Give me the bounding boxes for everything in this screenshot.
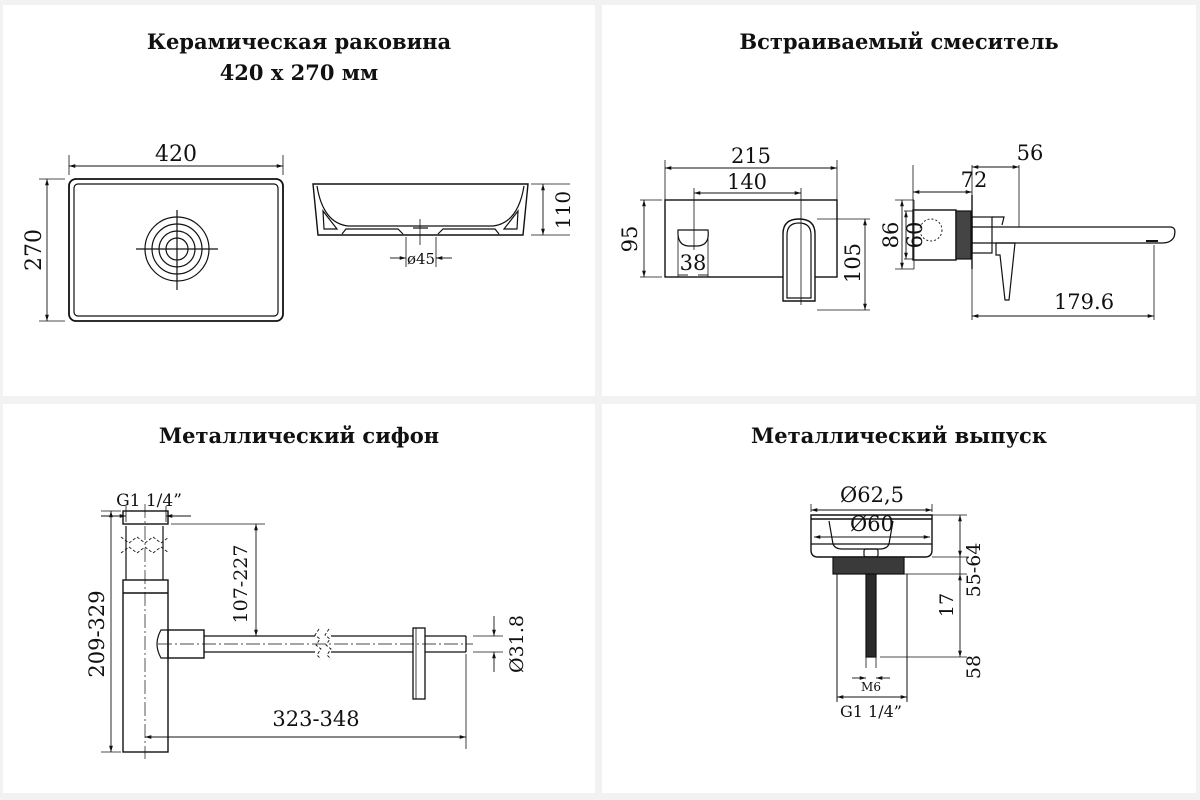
sink-panel: Керамическая раковина 420 х 270 мм: [3, 5, 595, 396]
siphon-body: [122, 579, 169, 753]
drain-drawing: Ø62,5 Ø60 55-64 17 58 M6 G1 1/4”: [810, 483, 985, 721]
sink-depth-label: 270: [22, 229, 47, 271]
drain-cap: [810, 514, 933, 558]
mixer-handle: [677, 229, 709, 247]
mixer-spout-side: [972, 226, 1176, 244]
mixer-spacing-label: 140: [727, 170, 767, 194]
siphon-title: Металлический сифон: [158, 423, 440, 448]
mixer-width-label: 215: [731, 144, 771, 168]
sink-drawing: 420 270 ø45 110: [22, 142, 575, 322]
sink-top-inner: [73, 183, 279, 317]
siphon-panel: Металлический сифон: [3, 404, 595, 793]
drain-inner-label: Ø60: [850, 512, 894, 536]
mixer-cartridge-circle: [919, 218, 943, 242]
siphon-thread-label: G1 1/4”: [116, 491, 182, 511]
mixer-handle-width-label: 38: [680, 251, 707, 275]
drain-stem-thread-label: M6: [861, 680, 881, 694]
mixer-spout-height-label: 105: [841, 243, 865, 283]
sink-top-outline: [68, 178, 284, 322]
drain-outer-label: Ø62,5: [840, 483, 904, 507]
siphon-top-cap: [122, 510, 169, 525]
mixer-plate-spout-label: 56: [1017, 141, 1044, 165]
drain-title: Металлический выпуск: [751, 423, 1047, 448]
siphon-elbow: [156, 629, 168, 659]
drain-panel: Металлический выпуск: [602, 404, 1196, 793]
drain-stem: [865, 573, 877, 658]
mixer-lever-side: [995, 242, 1016, 301]
sink-width-label: 420: [155, 142, 197, 167]
drain-stem-label: 58: [963, 655, 985, 679]
sink-size-subtitle: 420 х 270 мм: [219, 60, 379, 85]
siphon-outlet-label: 107-227: [230, 545, 252, 624]
siphon-diameter-label: Ø31.8: [506, 615, 528, 673]
siphon-drawing: G1 1/4” 209-329 107-227 323-348 Ø31.8: [85, 491, 528, 759]
mixer-title: Встраиваемый смеситель: [739, 29, 1059, 54]
sink-title: Керамическая раковина: [146, 29, 452, 54]
mixer-reach-label: 179.6: [1054, 290, 1114, 314]
mixer-front-plate: [664, 199, 838, 278]
sink-drain-label: ø45: [407, 250, 435, 268]
mixer-drawing: 215 140 95 38 105 72 56 86 60 179.6: [618, 141, 1176, 320]
drain-basket: [828, 520, 894, 550]
mixer-outer-label: 86: [879, 222, 903, 249]
sink-height-label: 110: [551, 191, 575, 229]
drain-thread: [832, 556, 905, 575]
siphon-length-label: 323-348: [272, 707, 359, 731]
mixer-inner-label: 60: [903, 222, 927, 249]
sink-side-view: [312, 183, 529, 236]
mixer-panel: Встраиваемый смеситель: [602, 5, 1196, 396]
mixer-thread: [955, 210, 972, 260]
siphon-height-label: 209-329: [85, 590, 109, 677]
mixer-plate-height-label: 95: [618, 226, 642, 253]
mixer-spout-front: [782, 218, 816, 302]
drain-thread-length-label: 17: [936, 593, 958, 617]
mixer-body-depth-label: 72: [961, 168, 988, 192]
siphon-wall-flange: [412, 627, 426, 700]
sink-drain-rings: [136, 210, 218, 290]
drain-adjust-label: 55-64: [963, 543, 985, 598]
drain-thread-label: G1 1/4”: [840, 702, 902, 721]
